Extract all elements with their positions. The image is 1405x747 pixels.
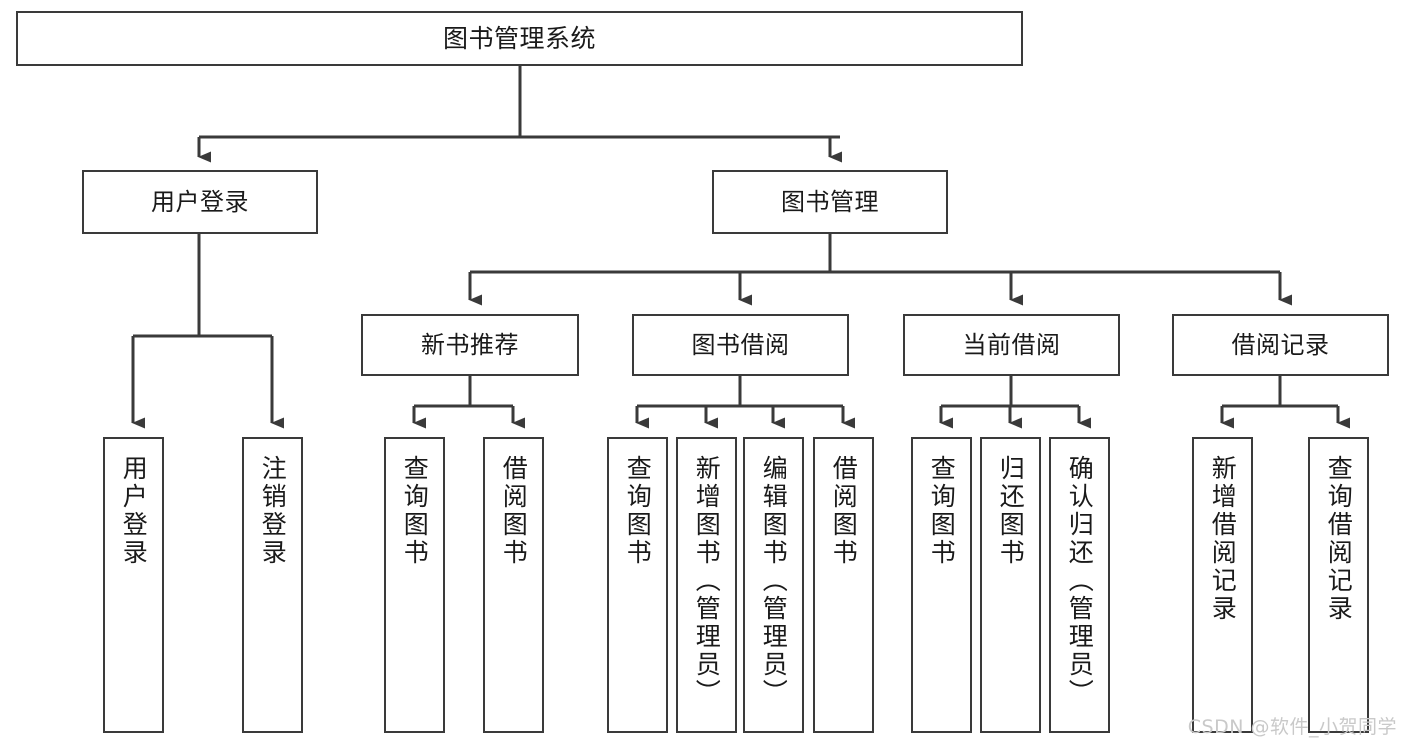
leaf-bo-edit-book-label: 编辑图书（管理员） [759,455,789,707]
node-user-login[interactable]: 用户登录 [82,170,318,234]
node-new-book-recommend[interactable]: 新书推荐 [361,314,579,376]
leaf-logout[interactable]: 注销登录 [242,437,303,733]
node-root-label: 图书管理系统 [442,24,596,53]
node-current-borrow[interactable]: 当前借阅 [903,314,1120,376]
node-user-login-label: 用户登录 [151,188,249,216]
leaf-bo-borrow-book[interactable]: 借阅图书 [813,437,874,733]
leaf-cu-return-book-label: 归还图书 [996,455,1026,567]
leaf-cu-confirm-return[interactable]: 确认归还（管理员） [1049,437,1110,733]
leaf-bo-query-book[interactable]: 查询图书 [607,437,668,733]
node-root[interactable]: 图书管理系统 [16,11,1023,66]
leaf-bo-borrow-book-label: 借阅图书 [829,455,859,567]
leaf-re-add-record[interactable]: 新增借阅记录 [1192,437,1253,733]
leaf-re-query-record-label: 查询借阅记录 [1324,455,1354,623]
leaf-user-login-label: 用户登录 [119,455,149,567]
leaf-cu-query-book-label: 查询图书 [927,455,957,567]
node-borrow-record-label: 借阅记录 [1231,331,1330,359]
leaf-bo-edit-book[interactable]: 编辑图书（管理员） [743,437,804,733]
node-new-book-recommend-label: 新书推荐 [421,331,519,359]
leaf-nb-borrow-book-label: 借阅图书 [499,455,529,567]
watermark: CSDN @软件_小贺同学 [1187,716,1397,738]
leaf-nb-borrow-book[interactable]: 借阅图书 [483,437,544,733]
leaf-re-add-record-label: 新增借阅记录 [1208,455,1238,623]
node-book-management[interactable]: 图书管理 [712,170,948,234]
node-borrow-record[interactable]: 借阅记录 [1172,314,1389,376]
leaf-cu-confirm-return-label: 确认归还（管理员） [1065,455,1095,707]
node-book-management-label: 图书管理 [781,188,879,216]
leaf-nb-query-book-label: 查询图书 [400,455,430,567]
leaf-bo-add-book-label: 新增图书（管理员） [692,455,722,707]
node-book-borrow-label: 图书借阅 [691,331,790,359]
leaf-user-login[interactable]: 用户登录 [103,437,164,733]
leaf-nb-query-book[interactable]: 查询图书 [384,437,445,733]
leaf-re-query-record[interactable]: 查询借阅记录 [1308,437,1369,733]
leaf-bo-query-book-label: 查询图书 [623,455,653,567]
node-current-borrow-label: 当前借阅 [962,331,1061,359]
node-book-borrow[interactable]: 图书借阅 [632,314,849,376]
leaf-bo-add-book[interactable]: 新增图书（管理员） [676,437,737,733]
leaf-logout-label: 注销登录 [258,455,288,567]
leaf-cu-query-book[interactable]: 查询图书 [911,437,972,733]
leaf-cu-return-book[interactable]: 归还图书 [980,437,1041,733]
